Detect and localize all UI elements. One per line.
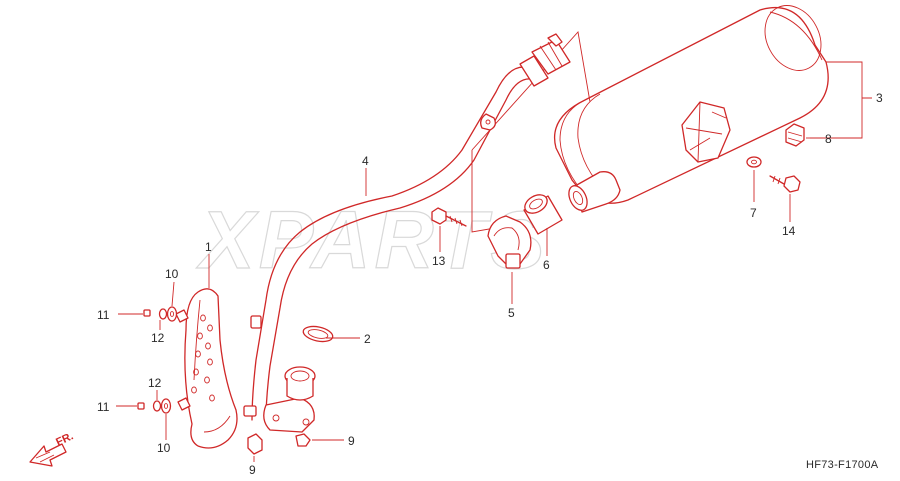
callout-6: 6: [543, 258, 550, 272]
bolt-14[interactable]: [769, 175, 801, 193]
callout-11-upper: 11: [97, 308, 110, 322]
muffler[interactable]: [554, 0, 832, 213]
front-direction-indicator: FR.: [29, 430, 75, 467]
front-arrow-icon: [29, 443, 67, 467]
callout-4: 4: [362, 154, 369, 168]
watermark: XPARTS: [196, 195, 549, 286]
callout-8: 8: [825, 132, 832, 146]
bolt-13[interactable]: [431, 207, 467, 227]
joint-collar[interactable]: [522, 191, 563, 235]
leader-lines: [116, 61, 872, 462]
diagram-code: HF73-F1700A: [806, 459, 879, 471]
cap-nut[interactable]: [785, 123, 805, 147]
connection-outline: [471, 31, 591, 233]
callout-9-right: 9: [348, 434, 355, 448]
callout-13: 13: [432, 254, 446, 268]
gasket[interactable]: [302, 324, 334, 344]
washer[interactable]: [746, 156, 762, 168]
callout-3: 3: [876, 91, 883, 105]
callout-5: 5: [508, 306, 515, 320]
front-label: FR.: [54, 430, 75, 448]
callout-7: 7: [750, 206, 757, 220]
flange-nut-lower[interactable]: [247, 433, 263, 455]
callout-10-upper: 10: [165, 267, 179, 281]
callout-12-upper: 12: [151, 331, 165, 345]
callout-1: 1: [205, 240, 212, 254]
callout-12-lower: 12: [148, 376, 162, 390]
callout-2: 2: [364, 332, 371, 346]
hardware-lower[interactable]: [137, 398, 172, 414]
callout-9-lower: 9: [249, 463, 256, 476]
pipe-protector[interactable]: [175, 288, 238, 449]
flange-nut-right[interactable]: [295, 433, 311, 447]
callout-10-lower: 10: [157, 441, 171, 455]
callout-14: 14: [782, 224, 796, 238]
muffler-band[interactable]: [487, 215, 532, 269]
hardware-upper[interactable]: [143, 306, 178, 322]
callout-11-lower: 11: [97, 400, 110, 414]
callout-labels: 1 2 3 4 5 6 7 8 9 9 10 10 11 11 12 12 13…: [97, 91, 883, 477]
exhaust-pipe[interactable]: [243, 33, 571, 433]
